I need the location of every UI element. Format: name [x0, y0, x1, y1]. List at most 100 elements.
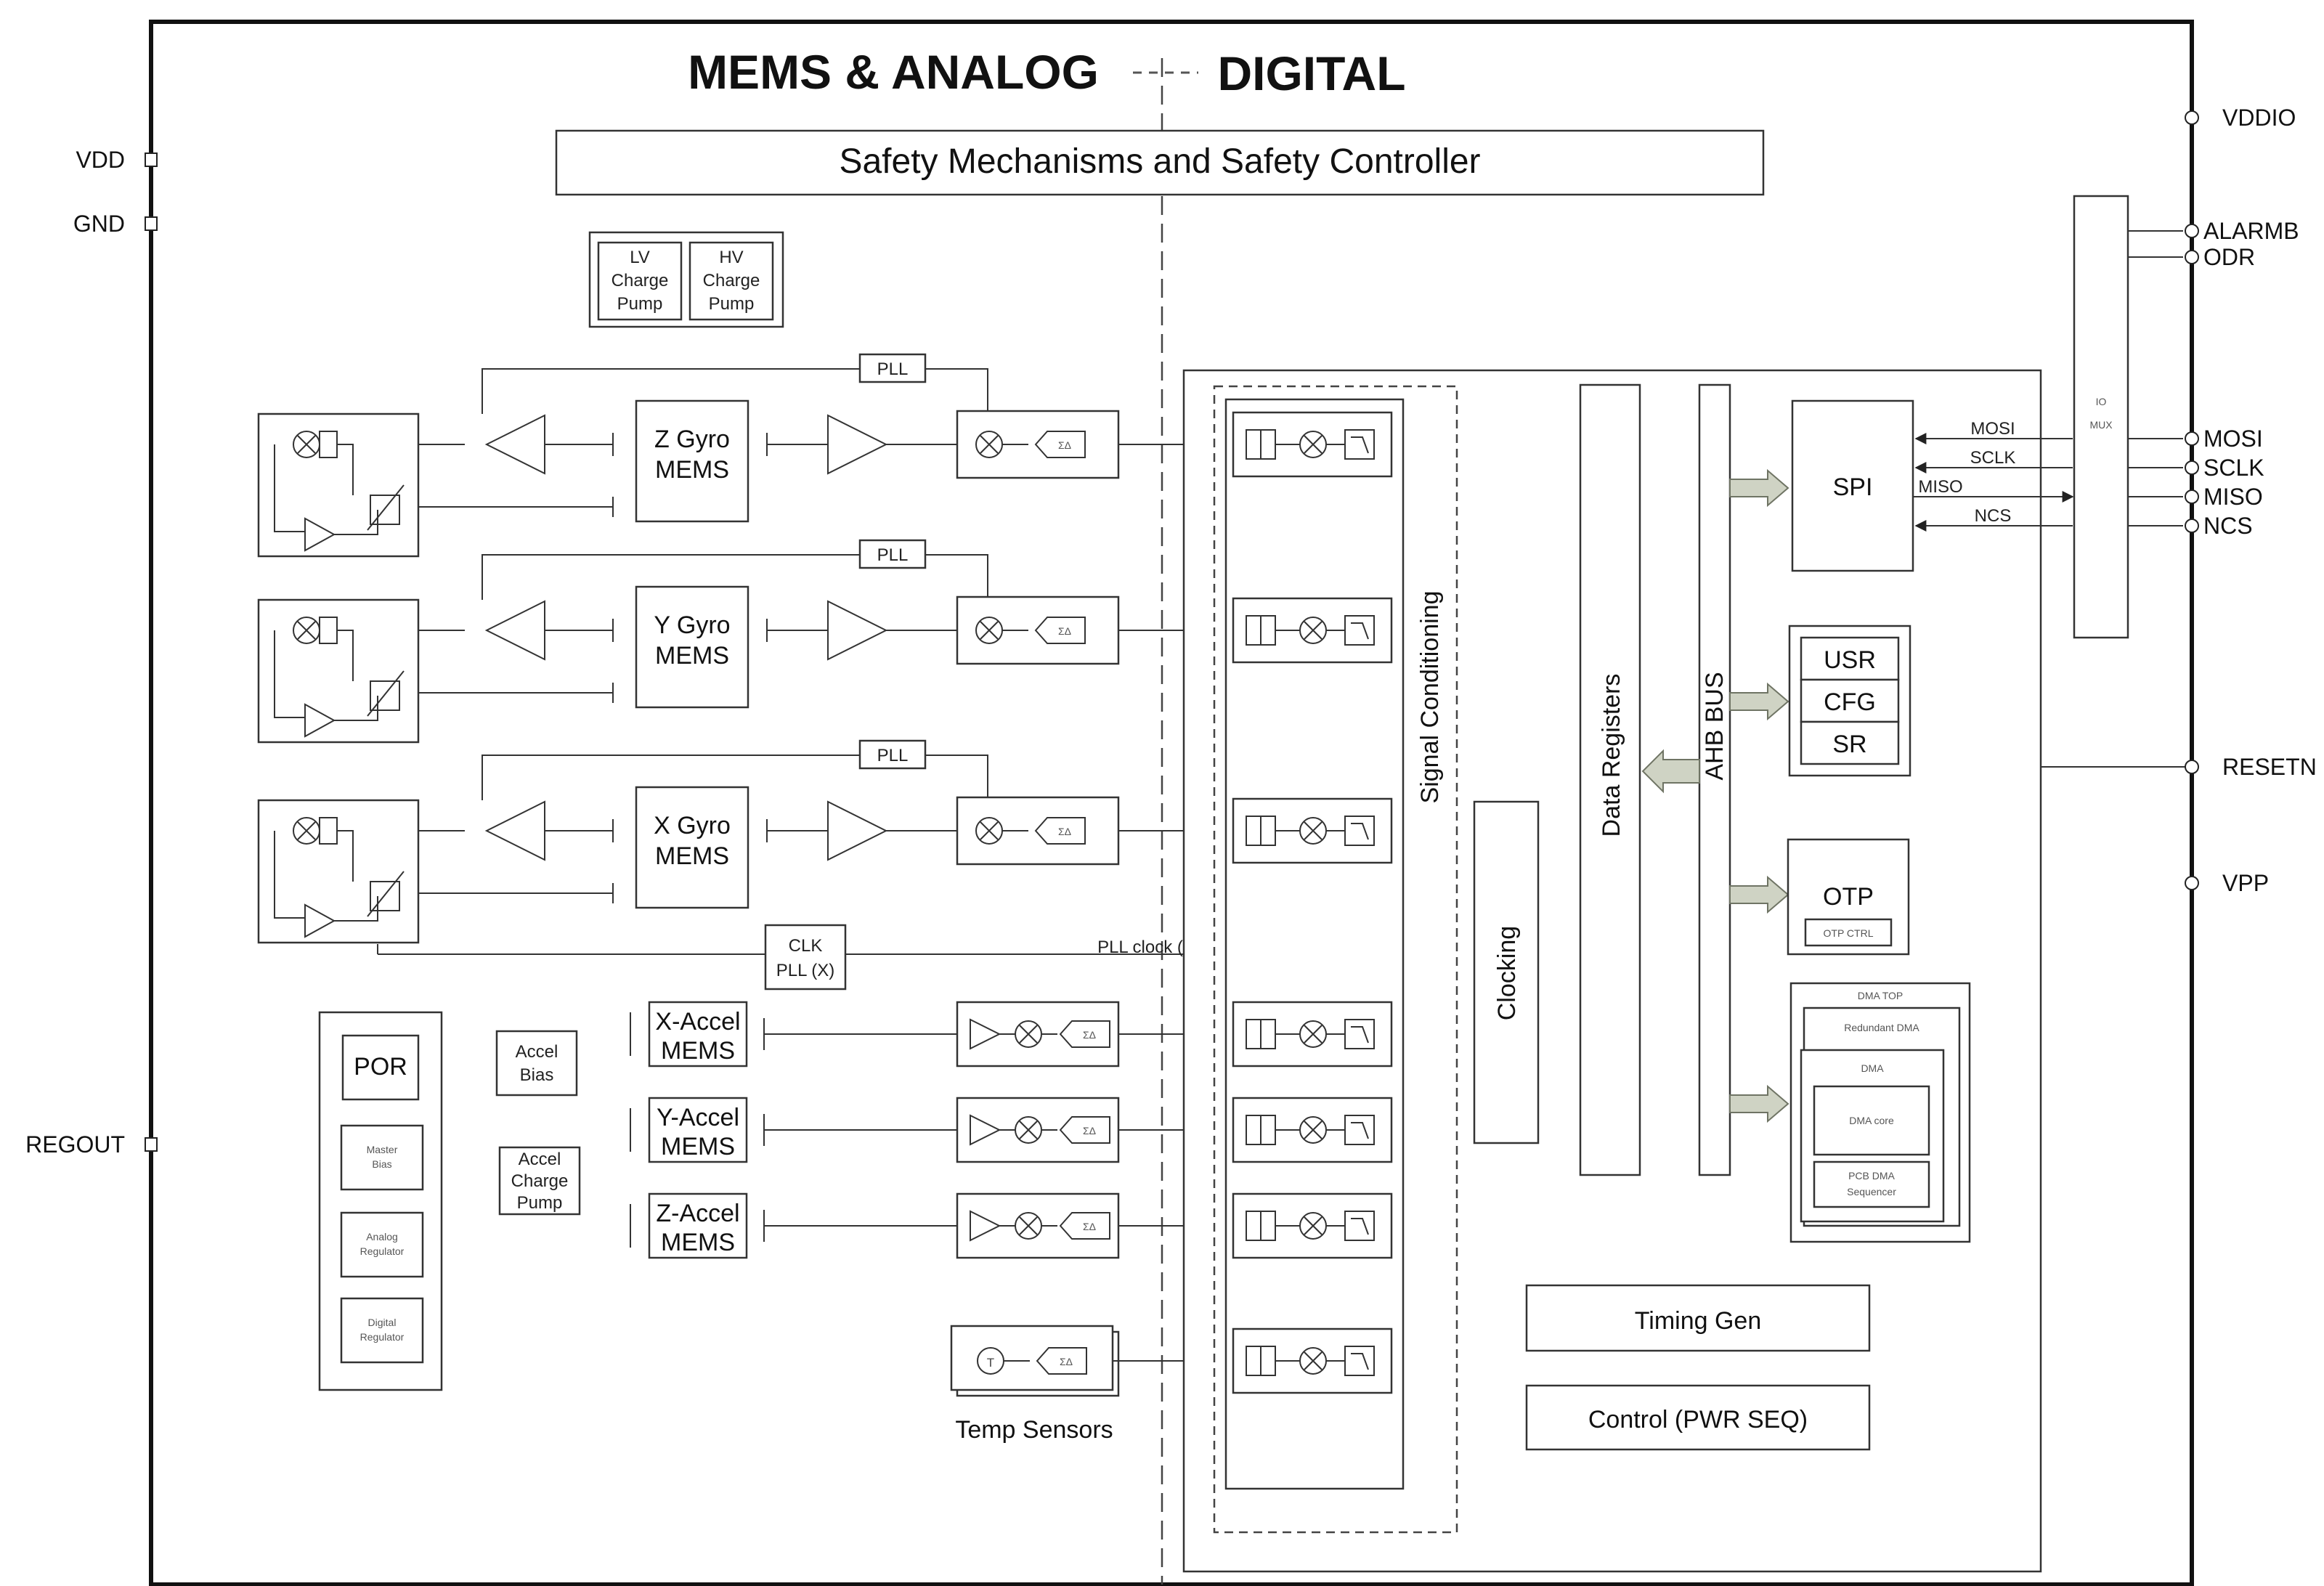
bus-arrow-1: [1729, 682, 1789, 721]
dma-label: DMA: [1861, 1062, 1884, 1074]
accel-charge-pump-line-3: Pump: [517, 1193, 563, 1213]
accel-charge-pump-line-1: Accel: [519, 1150, 561, 1169]
pin-label: GND: [73, 211, 125, 237]
lv-charge-pump: [597, 241, 683, 321]
control-label: Control (PWR SEQ): [1588, 1406, 1808, 1434]
accel-bias-line-1: Accel: [516, 1042, 558, 1062]
pin-mosi: MOSI: [2128, 426, 2263, 452]
io-mux-line-2: MUX: [2089, 419, 2113, 431]
pin-label: VDDIO: [2222, 105, 2296, 131]
sc-cell-2: [1232, 797, 1393, 864]
sr-register: [1800, 720, 1900, 765]
accel-bias-line-2: Bias: [520, 1065, 554, 1085]
pin-label: ODR: [2203, 244, 2255, 270]
clocking-label: Clocking: [1493, 926, 1521, 1020]
signal-conditioning-region: [1213, 385, 1458, 1534]
sc-cell-4: [1232, 1097, 1393, 1163]
drive-amp-icon: [486, 601, 545, 660]
accel-mems-line-2: MEMS: [661, 1229, 735, 1256]
timing-gen-box: [1525, 1284, 1871, 1352]
pll-label: PLL: [877, 545, 909, 565]
redundant-dma-label: Redundant DMA: [1844, 1022, 1919, 1033]
master-bias-box: [340, 1124, 424, 1191]
lv-charge-pump-line-3: Pump: [617, 294, 663, 314]
pin-label: NCS: [2203, 513, 2253, 539]
data-registers-label: Data Registers: [1598, 674, 1625, 837]
bus-arrow-2: [1729, 875, 1789, 914]
accel-mems-line-1: X-Accel: [655, 1008, 740, 1036]
pin-label: RESETN: [2222, 754, 2317, 780]
spi-signal-label: MISO: [1918, 477, 1962, 497]
lv-charge-pump-line-2: Charge: [612, 271, 669, 290]
control-box: [1525, 1384, 1871, 1451]
digital-regulator-line-1: Digital: [368, 1317, 397, 1328]
signal-conditioning-label: Signal Conditioning: [1416, 591, 1444, 804]
bus-arrow-0: [1729, 468, 1789, 508]
bus-arrow-3: [1729, 1084, 1789, 1123]
cfg-label: CFG: [1824, 688, 1876, 716]
otp-ctrl-label: OTP CTRL: [1824, 927, 1874, 939]
pll-box: [858, 539, 927, 569]
accel-amp-icon: [970, 1018, 1001, 1050]
pll-label: PLL: [877, 746, 909, 765]
sc-cell-1: [1232, 597, 1393, 664]
pin-label: SCLK: [2203, 455, 2264, 481]
usr-register: [1800, 636, 1900, 681]
analog-regulator-box: [340, 1211, 424, 1278]
drive-loop-box: [257, 598, 420, 744]
pin-vdd: VDD: [76, 147, 158, 173]
clk-pll-line-2: PLL (X): [776, 961, 834, 980]
sense-amp-icon: [827, 415, 887, 474]
ahb-bus-label: AHB BUS: [1701, 672, 1728, 780]
power-management-column: POR Master Bias Analog Regulator Digital…: [318, 1011, 443, 1391]
dma-block: DMA TOP Redundant DMA DMA DMA core PCB D…: [1789, 982, 1971, 1243]
chip-outline: [149, 20, 2194, 1586]
io-mux-block: [2073, 195, 2129, 639]
drive-amp-icon: [486, 415, 545, 474]
accel-mems-line-2: MEMS: [661, 1133, 735, 1160]
header-mems-analog: MEMS & ANALOG: [688, 45, 1099, 99]
spi-signal-label: NCS: [1975, 506, 2012, 526]
demod-adc-box: [956, 410, 1120, 479]
accel-mems-line-1: Z-Accel: [656, 1200, 739, 1227]
pin-label: MOSI: [2203, 426, 2263, 452]
dma-sequencer-line-1: PCB DMA: [1848, 1170, 1895, 1182]
bus-to-registers-arrow: [1641, 749, 1700, 794]
sc-cell-3: [1232, 1001, 1393, 1068]
accel-mems-box: [648, 1001, 748, 1068]
pin-label: VPP: [2222, 870, 2269, 896]
spi-label: SPI: [1833, 473, 1873, 501]
pin-label: ALARMB: [2203, 218, 2299, 244]
timing-gen-label: Timing Gen: [1635, 1307, 1761, 1335]
pin-vpp: VPP: [2185, 870, 2269, 896]
gyro-mems-line-1: Y Gyro: [654, 611, 730, 639]
spi-block: [1791, 399, 1914, 572]
pin-odr: ODR: [2128, 244, 2255, 270]
accel-mems-box: [648, 1192, 748, 1259]
usr-label: USR: [1824, 646, 1876, 674]
gyro-mems-line-1: Z Gyro: [654, 426, 730, 453]
por-box: [341, 1034, 420, 1101]
gyro-mems-box: [635, 786, 749, 909]
temp-sensor-chain: T Temp Sensors: [950, 1325, 1233, 1444]
data-registers-box: [1579, 383, 1641, 1176]
safety-controller-box: [555, 129, 1765, 196]
hv-charge-pump-line-2: Charge: [703, 271, 760, 290]
pin-miso: MISO: [2128, 484, 2263, 510]
analog-regulator-line-1: Analog: [366, 1231, 398, 1243]
clk-pll-line-1: CLK: [789, 936, 823, 956]
hv-charge-pump: [688, 241, 774, 321]
pin-ncs: NCS: [2128, 513, 2253, 539]
pin-alarmb: ALARMB: [2128, 218, 2299, 244]
pin-gnd: GND: [73, 211, 158, 237]
